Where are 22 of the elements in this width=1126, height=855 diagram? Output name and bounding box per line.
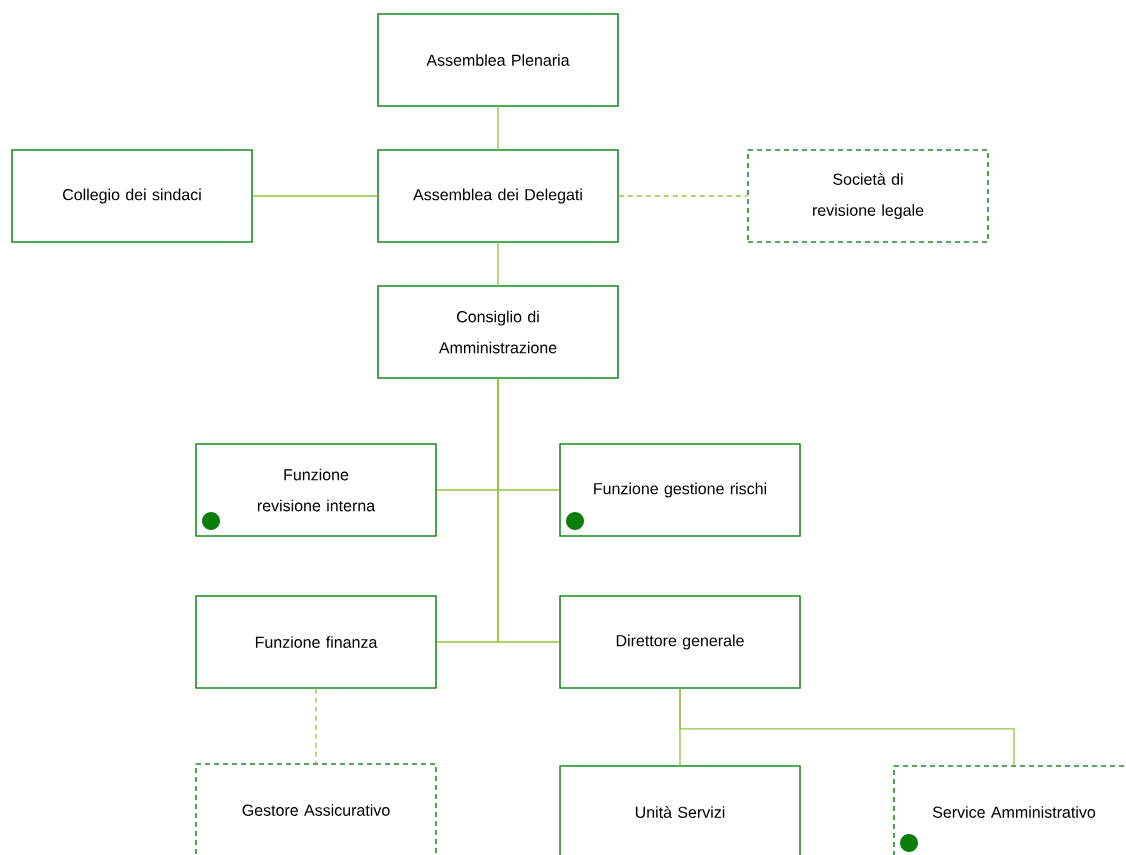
connector-line bbox=[252, 195, 378, 197]
status-dot bbox=[900, 834, 918, 852]
connector-line bbox=[497, 242, 499, 286]
connector-line bbox=[497, 378, 560, 643]
org-box: Assemblea dei Delegati bbox=[377, 149, 619, 243]
status-dot bbox=[566, 512, 584, 530]
org-box: Società di revisione legale bbox=[747, 149, 989, 243]
connector-line bbox=[679, 688, 1015, 766]
org-box: Consiglio di Amministrazione bbox=[377, 285, 619, 379]
org-box: Assemblea Plenaria bbox=[377, 13, 619, 107]
org-box: Service Amministrativo bbox=[893, 765, 1126, 855]
org-box: Direttore generale bbox=[559, 595, 801, 689]
connector-line bbox=[315, 688, 317, 764]
org-box: Collegio dei sindaci bbox=[11, 149, 253, 243]
org-box: Funzione finanza bbox=[195, 595, 437, 689]
status-dot bbox=[202, 512, 220, 530]
connector-line bbox=[618, 195, 748, 197]
org-box: Funzione revisione interna bbox=[195, 443, 437, 537]
connector-line bbox=[497, 106, 499, 150]
org-box: Gestore Assicurativo bbox=[195, 763, 437, 855]
org-box: Funzione gestione rischi bbox=[559, 443, 801, 537]
org-box: Unità Servizi bbox=[559, 765, 801, 855]
